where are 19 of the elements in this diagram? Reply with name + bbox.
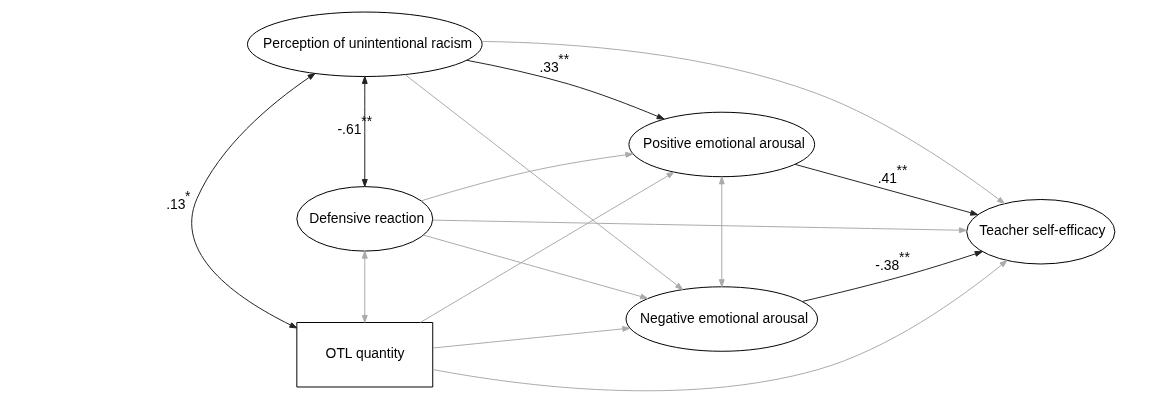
arrow xyxy=(191,73,316,329)
node-ellipse: Negative emotional arousal xyxy=(625,286,819,352)
node-ellipse: Perception of unintentional racism xyxy=(246,11,483,77)
arrow xyxy=(432,260,1008,392)
arrow xyxy=(801,251,983,302)
node-box: OTL quantity xyxy=(296,322,434,388)
arrow xyxy=(420,151,634,202)
arrow xyxy=(718,176,725,288)
arrow xyxy=(432,325,631,349)
arrow xyxy=(361,76,368,187)
arrow xyxy=(481,40,1005,205)
arrow xyxy=(432,219,967,234)
arrow xyxy=(404,74,684,290)
node-ellipse: Defensive reaction xyxy=(296,186,434,252)
arrow xyxy=(423,234,649,300)
arrow xyxy=(361,250,368,323)
arrow xyxy=(794,163,979,216)
arrow xyxy=(419,171,675,323)
arrow xyxy=(466,59,665,120)
